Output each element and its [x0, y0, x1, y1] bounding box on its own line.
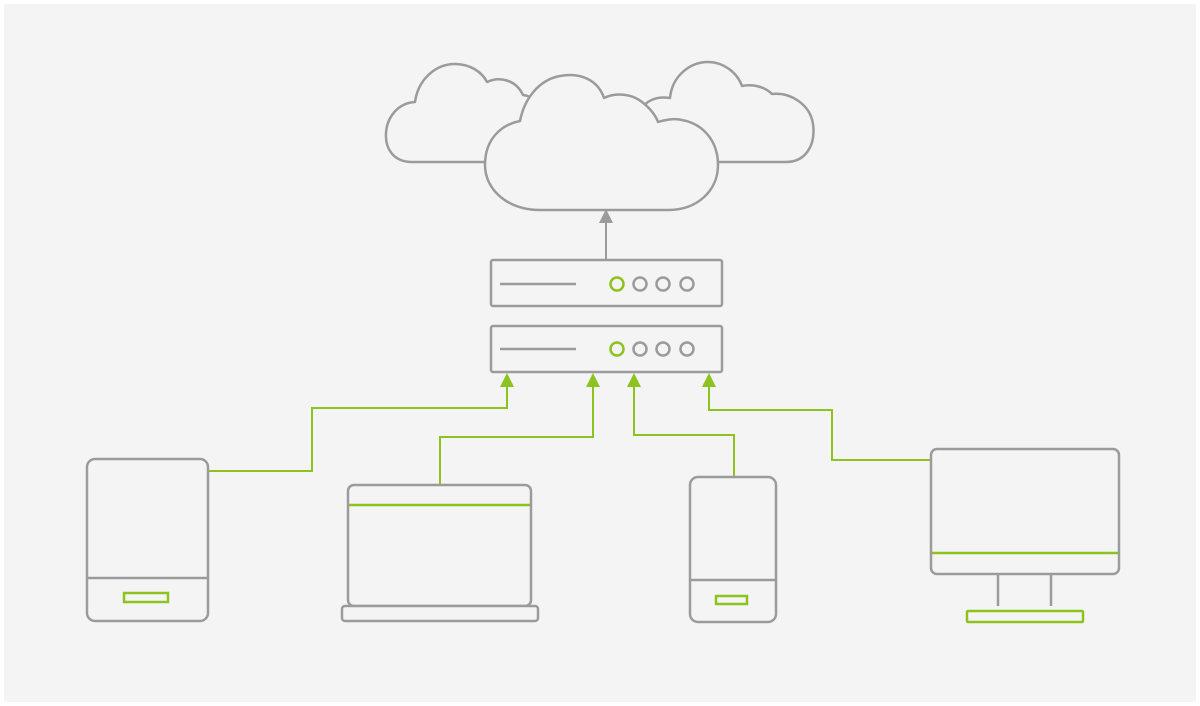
router-bottom — [489, 324, 724, 374]
router-led — [655, 341, 671, 357]
phone-icon — [688, 475, 778, 624]
router-led-active — [609, 276, 625, 292]
router-led — [679, 341, 695, 357]
router-icon — [489, 324, 724, 374]
router-top — [489, 258, 724, 308]
cloud-front — [483, 73, 720, 212]
router-icon — [489, 258, 724, 308]
router-led — [655, 276, 671, 292]
connector-desktop — [702, 373, 931, 461]
router-led-active — [609, 341, 625, 357]
tablet-home-button — [122, 591, 170, 604]
tablet-icon — [85, 457, 210, 623]
phone-home-button — [714, 594, 749, 606]
connector-laptop — [439, 373, 600, 485]
laptop-base — [340, 604, 540, 623]
connector-tablet — [208, 373, 514, 472]
connector-phone — [627, 373, 735, 477]
laptop-icon — [340, 483, 540, 623]
router-led — [679, 276, 695, 292]
cloud-icon — [384, 60, 815, 212]
router-led — [632, 276, 648, 292]
desktop-monitor-icon — [929, 447, 1121, 624]
router-led — [632, 341, 648, 357]
monitor-base — [965, 609, 1085, 624]
